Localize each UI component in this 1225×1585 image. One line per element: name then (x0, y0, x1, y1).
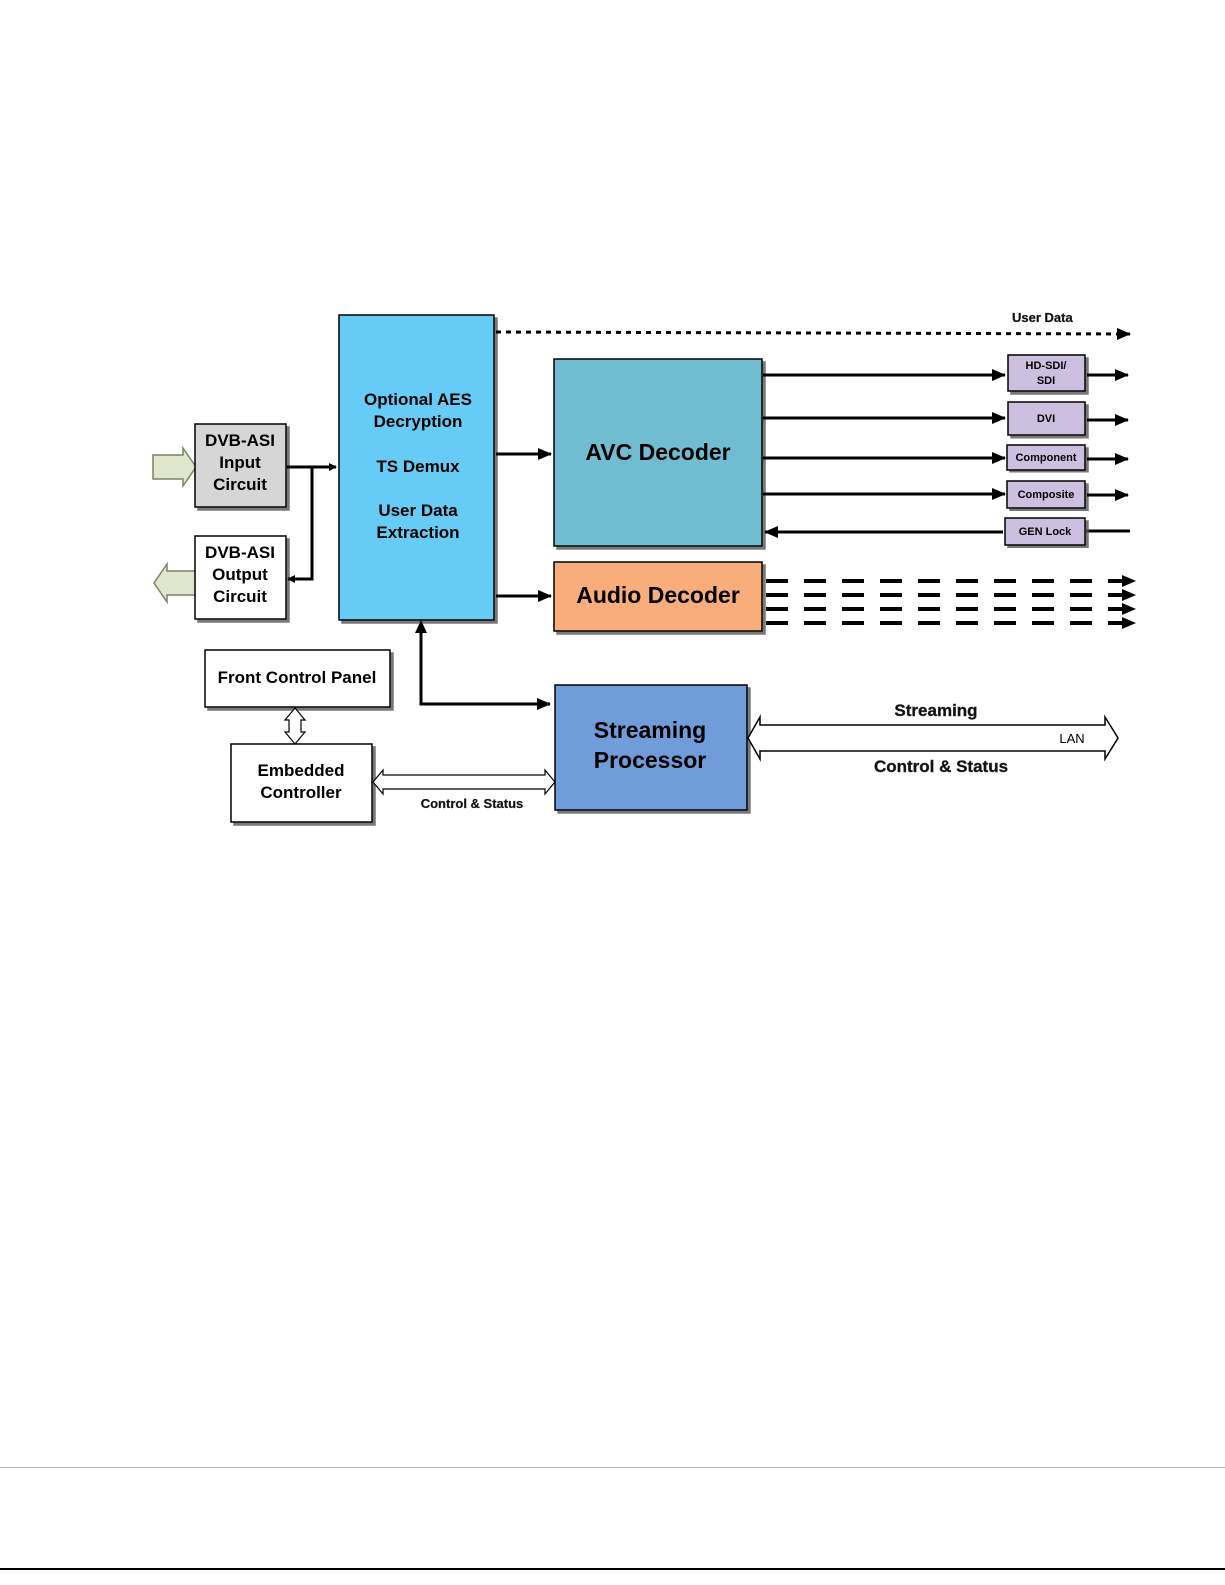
audio-decoder-block: Audio Decoder (554, 562, 762, 631)
asi-output-arrow (154, 564, 196, 602)
embedded-controller-block: Embedded Controller (231, 744, 372, 822)
component-label: Component (1015, 452, 1076, 464)
demux-line-1: Optional AES (364, 390, 472, 409)
avc-decoder-label: AVC Decoder (585, 439, 730, 465)
audio-output-lines (766, 581, 1135, 623)
genlock-label: GEN Lock (1019, 526, 1072, 538)
demux-block: Optional AES Decryption TS Demux User Da… (339, 315, 494, 620)
dvb-asi-output-block: DVB-ASI Output Circuit (195, 536, 286, 619)
streaming-label: Streaming (894, 701, 977, 720)
streaming-processor-block: Streaming Processor (555, 685, 747, 810)
asi-input-arrow (153, 448, 196, 486)
fcp-controller-double-arrow (285, 708, 305, 744)
front-control-panel-label: Front Control Panel (218, 668, 377, 687)
output-hdsdi-box: HD-SDI/ SDI (1008, 355, 1085, 391)
dvb-asi-input-block: DVB-ASI Input Circuit (195, 424, 286, 507)
control-status-controller-label: Control & Status (421, 796, 524, 811)
demux-streaming-link (421, 632, 550, 704)
embedded-controller-line-2: Controller (260, 783, 342, 802)
streaming-processor-line-2: Processor (594, 747, 707, 773)
footer-bottom-rule (0, 1568, 1225, 1570)
dvb-asi-output-line-2: Output (212, 565, 268, 584)
user-data-arrow (496, 332, 1130, 334)
dvb-asi-input-line-2: Input (219, 453, 261, 472)
front-control-panel-block: Front Control Panel (205, 650, 390, 707)
footer-divider (0, 1467, 1225, 1468)
composite-label: Composite (1018, 489, 1075, 501)
asi-connectors (287, 467, 336, 579)
output-dvi-box: DVI (1008, 402, 1085, 435)
dvb-asi-output-line-3: Circuit (213, 587, 267, 606)
demux-line-2: Decryption (374, 412, 463, 431)
dvi-label: DVI (1037, 413, 1055, 425)
demux-line-3: TS Demux (376, 457, 460, 476)
lan-label: LAN (1059, 731, 1084, 746)
demux-up-arrowhead (415, 620, 427, 633)
user-data-label: User Data (1012, 310, 1073, 325)
output-component-box: Component (1007, 445, 1085, 470)
genlock-box: GEN Lock (1005, 518, 1085, 545)
dvb-asi-output-line-1: DVB-ASI (205, 543, 275, 562)
demux-line-4: User Data (378, 501, 458, 520)
dvb-asi-input-line-1: DVB-ASI (205, 431, 275, 450)
embedded-controller-line-1: Embedded (258, 761, 345, 780)
demux-line-5: Extraction (376, 523, 459, 542)
audio-decoder-label: Audio Decoder (576, 582, 740, 608)
dvb-asi-input-line-3: Circuit (213, 475, 267, 494)
streaming-processor-line-1: Streaming (594, 717, 706, 743)
hdsdi-line-2: SDI (1037, 375, 1055, 387)
controller-streaming-double-arrow (373, 770, 555, 794)
hdsdi-line-1: HD-SDI/ (1026, 360, 1067, 372)
control-status-lan-label: Control & Status (874, 757, 1008, 776)
avc-decoder-block: AVC Decoder (554, 359, 762, 546)
output-composite-box: Composite (1007, 481, 1085, 508)
